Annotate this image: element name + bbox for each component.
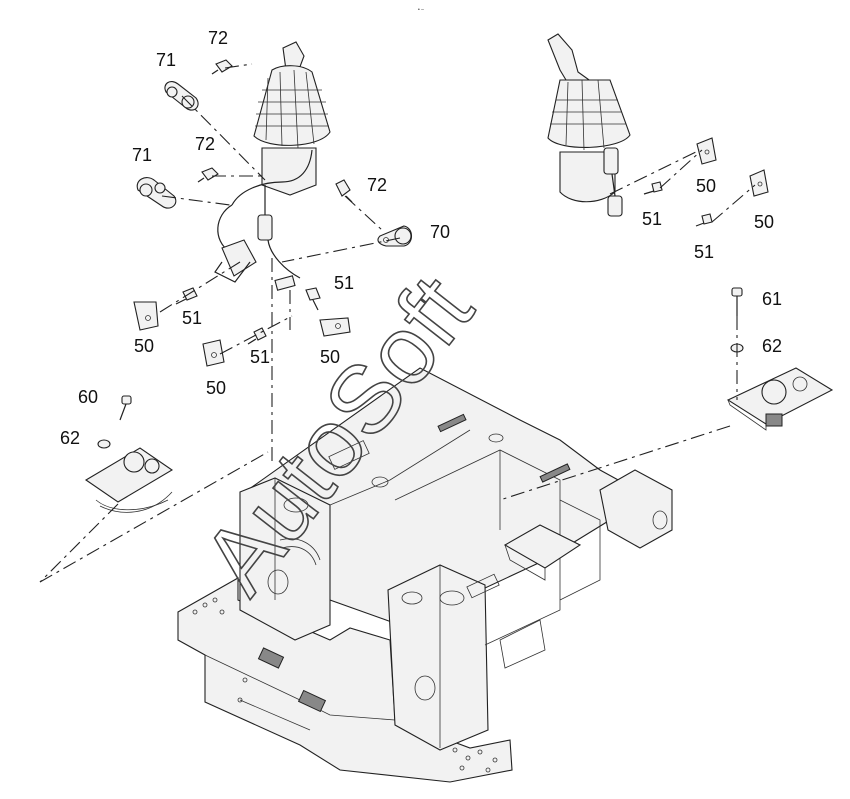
callout-72: 72 [208,28,228,48]
base-holes [192,597,498,773]
callout-72: 72 [367,175,387,195]
callout-50: 50 [206,378,226,398]
plates-50 [133,137,769,367]
cable-clamp-71-upper [164,81,199,111]
callout-51: 51 [334,273,354,293]
callout-50: 50 [754,212,774,232]
callout-51: 51 [642,209,662,229]
assembly-lines [39,63,756,583]
callout-71: 71 [156,50,176,70]
right-joystick [547,33,631,217]
callout-70: 70 [430,222,450,242]
pedal-module-right [726,287,834,431]
callout-50: 50 [696,176,716,196]
left-joystick [214,41,331,291]
callout-50: 50 [134,336,154,356]
callout-51: 51 [694,242,714,262]
callout-60: 60 [78,387,98,407]
callout-61: 61 [762,289,782,309]
callout-labels: 72 71 72 71 72 70 51 51 50 51 50 50 50 5… [60,28,782,448]
callout-72: 72 [195,134,215,154]
cable-clamp-71-lower [136,177,177,209]
callout-51: 51 [250,347,270,367]
header-mark: • ‒ [418,7,424,13]
callout-71: 71 [132,145,152,165]
console-housing [239,367,673,751]
callout-62: 62 [60,428,80,448]
callout-62: 62 [762,336,782,356]
cable-clamp-70 [377,225,413,247]
pedal-module-left [84,395,174,513]
screws-72 [197,59,353,203]
callout-50: 50 [320,347,340,367]
callout-51: 51 [182,308,202,328]
